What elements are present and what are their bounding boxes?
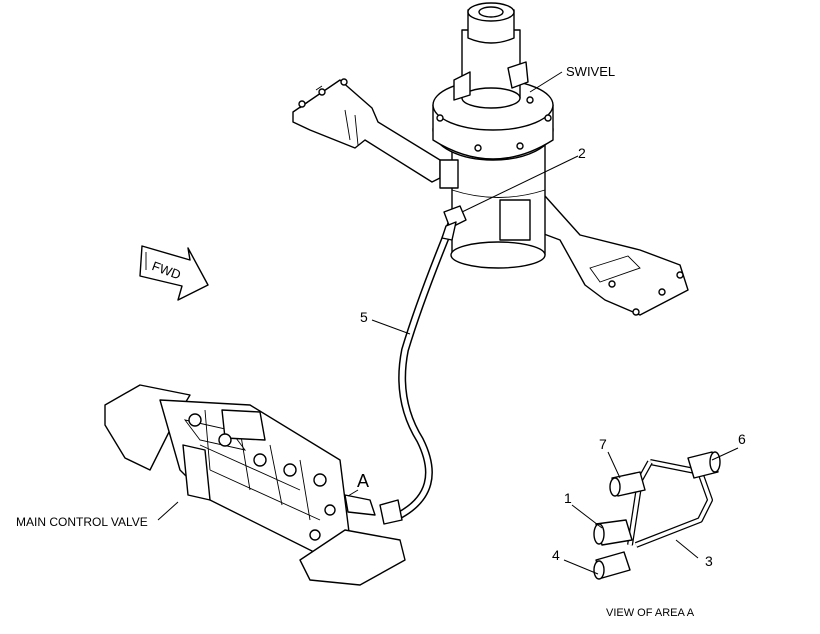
view-of-area-a-label: VIEW OF AREA A	[606, 607, 695, 619]
callout-1: 1	[564, 490, 572, 506]
main-control-valve-label: MAIN CONTROL VALVE	[16, 515, 148, 529]
swivel-assembly	[292, 2, 689, 316]
callout-3: 3	[705, 553, 713, 569]
area-a-detail	[593, 451, 721, 580]
leader-lines	[157, 71, 739, 575]
swivel-label: SWIVEL	[566, 64, 615, 79]
callout-7: 7	[599, 436, 607, 452]
callout-2: 2	[578, 145, 586, 161]
area-a-marker: A	[357, 471, 369, 491]
hose-5	[379, 205, 467, 525]
callout-5: 5	[360, 309, 368, 325]
fwd-arrow: FWD	[139, 245, 209, 301]
callout-4: 4	[552, 547, 560, 563]
callout-6: 6	[738, 431, 746, 447]
main-control-valve	[104, 384, 406, 586]
